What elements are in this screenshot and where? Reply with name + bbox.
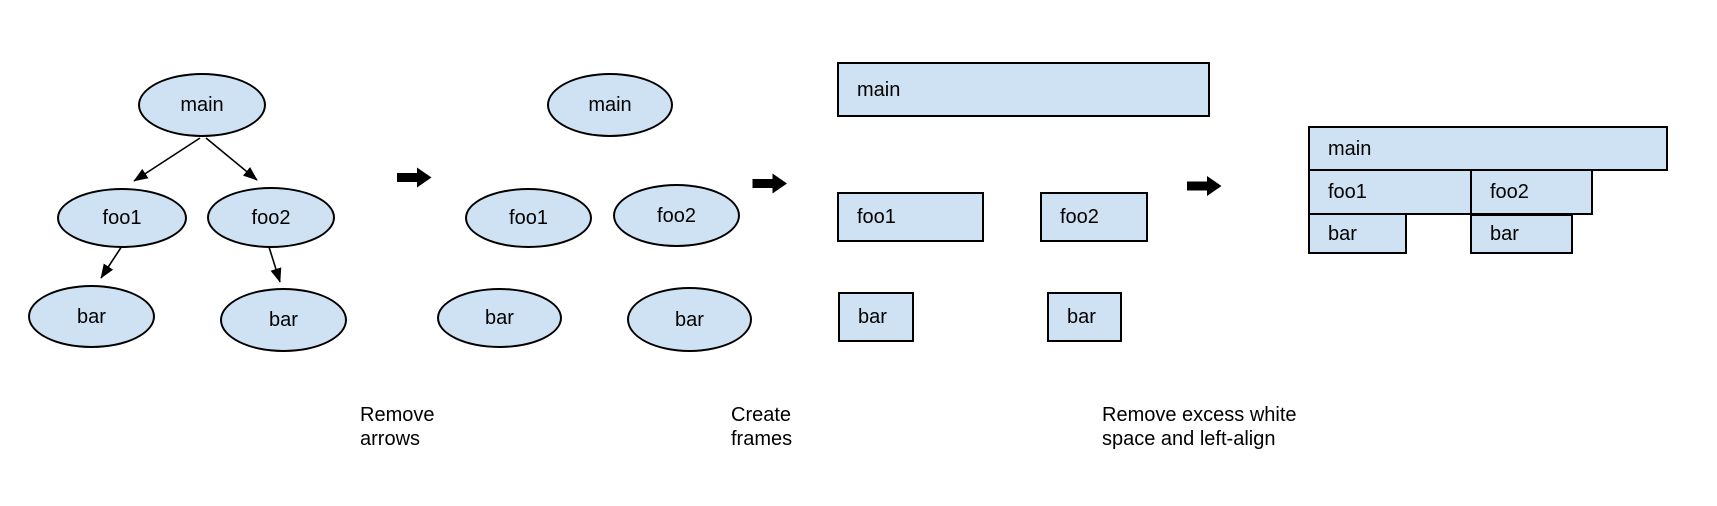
caption-line: frames — [731, 428, 793, 450]
frame-node-bar-left: bar — [838, 292, 914, 342]
edge-main-foo1 — [133, 137, 201, 182]
caption-line: arrows — [360, 428, 421, 450]
tree-node-foo1: foo1 — [57, 188, 187, 248]
flame-node-foo1: foo1 — [1308, 169, 1472, 215]
frame-node-main: main — [837, 62, 1210, 117]
caption-remove-arrows: Remove arrows — [360, 403, 520, 451]
step-arrow-icon-3 — [1187, 176, 1222, 196]
noarrow-node-bar-left: bar — [437, 288, 562, 348]
caption-line: Create — [731, 404, 792, 426]
noarrow-node-foo2: foo2 — [613, 184, 740, 247]
flame-node-foo2: foo2 — [1470, 169, 1593, 215]
caption-line: space and left-align — [1102, 428, 1276, 450]
edge-foo2-bar — [268, 246, 282, 283]
step-arrow-icon-2 — [752, 173, 787, 194]
caption-line: Remove excess white — [1102, 404, 1297, 426]
edge-main-foo2 — [205, 137, 258, 181]
noarrow-node-main: main — [547, 73, 673, 137]
frame-node-foo1: foo1 — [837, 192, 984, 242]
flame-node-bar-left: bar — [1308, 213, 1407, 254]
noarrow-node-foo1: foo1 — [465, 188, 592, 248]
tree-node-main: main — [138, 73, 266, 137]
caption-left-align: Remove excess white space and left-align — [1102, 403, 1322, 451]
flame-node-main: main — [1308, 126, 1668, 171]
caption-line: Remove — [360, 404, 435, 426]
edge-foo1-bar — [100, 245, 123, 279]
tree-node-foo2: foo2 — [207, 187, 335, 248]
flame-node-bar-right: bar — [1470, 214, 1573, 254]
noarrow-node-bar-right: bar — [627, 287, 752, 352]
step-arrow-icon-1 — [397, 167, 432, 188]
tree-node-bar-right: bar — [220, 288, 347, 352]
tree-node-bar-left: bar — [28, 285, 155, 348]
frame-node-foo2: foo2 — [1040, 192, 1148, 242]
caption-create-frames: Create frames — [731, 403, 891, 451]
frame-node-bar-right: bar — [1047, 292, 1122, 342]
